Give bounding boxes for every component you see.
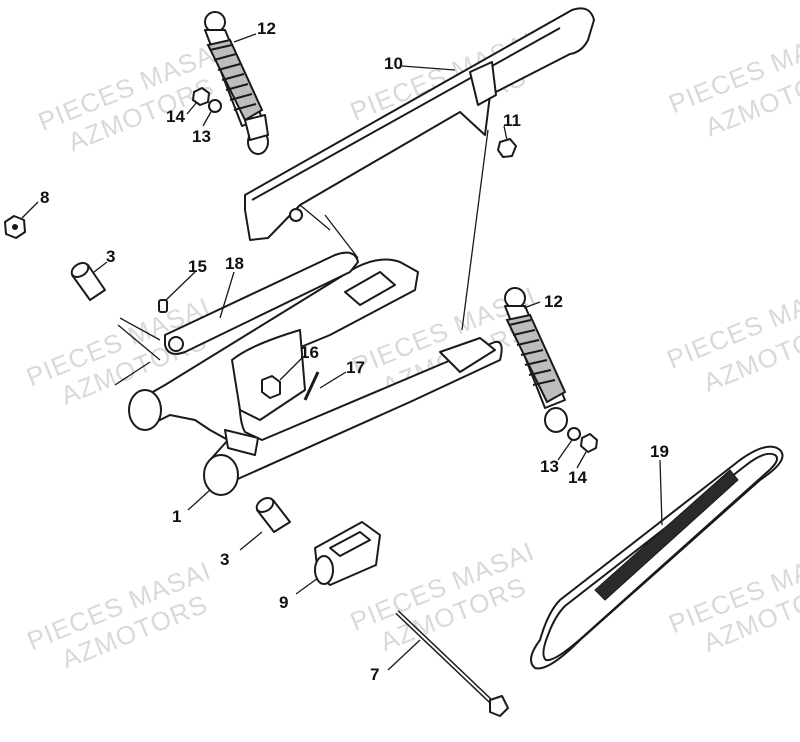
small-bolt-part <box>158 299 168 313</box>
pin-17-part <box>303 371 320 401</box>
callout-16: 16 <box>300 343 319 362</box>
axle-part <box>395 610 509 717</box>
callout-18: 18 <box>225 254 244 273</box>
callout-12-lower: 12 <box>544 292 563 311</box>
leader-lines <box>21 33 663 671</box>
nut-16-part <box>261 375 281 399</box>
nut-8-part <box>4 215 26 239</box>
callout-14-top: 14 <box>166 107 185 126</box>
callout-11: 11 <box>503 111 521 130</box>
callout-3-lower: 3 <box>220 550 229 569</box>
callout-3-top: 3 <box>106 247 115 266</box>
shock-absorber-top-part <box>204 11 269 155</box>
callout-19: 19 <box>650 442 669 461</box>
callout-12-top: 12 <box>257 19 276 38</box>
washer-nut-lower-part <box>567 427 598 453</box>
callout-17: 17 <box>346 358 365 377</box>
callout-13-lower: 13 <box>540 457 559 476</box>
swing-arm-part <box>114 258 503 496</box>
bushing-top-part <box>70 262 106 301</box>
link-arm-part <box>164 251 359 355</box>
bushing-lower-part <box>255 497 291 533</box>
callout-9: 9 <box>279 593 288 612</box>
callout-1: 1 <box>172 507 181 526</box>
washer-nut-top-part <box>192 87 222 113</box>
chain-guard-part <box>244 7 595 241</box>
bolt-11-part <box>497 138 517 158</box>
shock-absorber-lower-part <box>504 287 568 433</box>
callout-10: 10 <box>384 54 403 73</box>
callout-14-lower: 14 <box>568 468 587 487</box>
callout-labels: 12 10 14 13 11 8 3 15 18 12 16 17 1 3 9 … <box>40 19 669 684</box>
chain-tensioner-part <box>314 521 381 586</box>
drive-chain-part <box>530 445 784 670</box>
guard-link-line <box>324 214 359 259</box>
callout-13-top: 13 <box>192 127 211 146</box>
callout-15: 15 <box>188 257 207 276</box>
callout-7: 7 <box>370 665 379 684</box>
callout-8: 8 <box>40 188 49 207</box>
guard-mount-line <box>461 129 489 331</box>
